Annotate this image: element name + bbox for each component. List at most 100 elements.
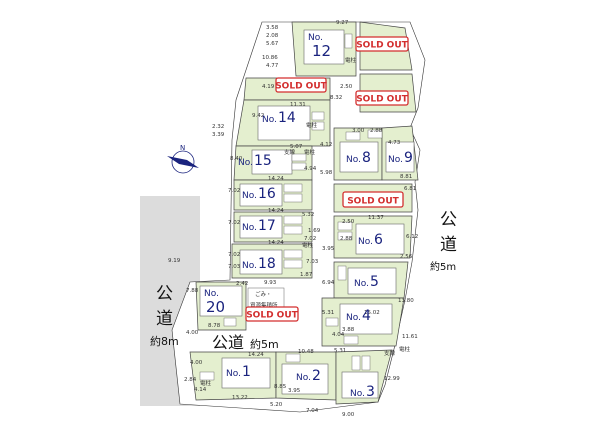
dimension-label: 10.86	[262, 55, 278, 61]
dimension-label: 6.12	[406, 234, 418, 240]
dimension-label: 4.14	[194, 387, 207, 393]
dimension-label: 4.73	[388, 140, 401, 146]
dimension-label: 3.00	[352, 128, 365, 134]
dimension-label: 8.85	[274, 384, 287, 390]
collection-label: 資源集積所	[250, 301, 278, 309]
dimension-label: 6.94	[322, 280, 335, 286]
lot-12-no: No.	[308, 33, 323, 43]
dimension-label: 8.81	[400, 174, 412, 180]
dimension-label: 1.69	[308, 228, 321, 234]
pole-label-1: 電柱	[306, 121, 318, 129]
sold-out-text: SOLD OUT	[356, 95, 408, 105]
south-road-width: 約5m	[250, 337, 279, 351]
dimension-label: 7.02	[304, 236, 316, 242]
dimension-label: 2.84	[184, 377, 197, 383]
dimension-label: 5.31	[322, 310, 334, 316]
east-road-char-2: 道	[440, 235, 457, 255]
lot-14-label: No.14	[262, 110, 296, 126]
sold-out-badge: SOLD OUT	[275, 77, 328, 93]
branch-label-2: 支線	[384, 349, 396, 357]
dimension-label: 6.81	[404, 186, 416, 192]
dimension-label: 4.94	[304, 166, 317, 172]
pole-label-4: 電柱	[302, 241, 314, 249]
pole-label-6: 電柱	[399, 345, 411, 353]
dimension-label: 7.02	[228, 252, 240, 258]
lot-2-label: No.2	[296, 368, 321, 384]
lot-16-label: No.16	[242, 186, 276, 202]
dimension-label: 2.32	[212, 124, 224, 130]
dimension-label: 2.50	[340, 84, 353, 90]
dimension-label: 11.31	[290, 102, 306, 108]
dimension-label: 3.39	[212, 132, 225, 138]
lot-5-label: No.5	[354, 274, 379, 290]
dimension-label: 5.07	[290, 144, 303, 150]
dimension-label: 2.88	[340, 236, 353, 242]
sold-out-text: SOLD OUT	[347, 197, 399, 207]
garbage-label: ごみ・	[255, 290, 272, 298]
west-road-width: 約8m	[150, 334, 179, 348]
lot-18-label: No.18	[242, 256, 276, 272]
dimension-label: 4.12	[320, 142, 332, 148]
lot-1-label: No.1	[226, 364, 251, 380]
dimension-label: 5.67	[266, 41, 279, 47]
dimension-label: 3.95	[288, 388, 301, 394]
dimension-label: 4.00	[186, 330, 199, 336]
dimension-label: 2.50	[342, 219, 355, 225]
dimension-label: 7.04	[306, 408, 319, 414]
dimension-label: 9.00	[342, 412, 355, 418]
dimension-label: 2.56	[400, 254, 413, 260]
lot-15-label: No.15	[238, 153, 272, 169]
sold-out-badge: SOLD OUT	[355, 36, 409, 52]
lot-4-label: No.4	[346, 308, 371, 324]
lot-6-label: No.6	[358, 232, 383, 248]
lot-3-label: No.3	[350, 384, 375, 400]
north-arrow-icon: N	[167, 144, 199, 174]
dimension-label: 1.87	[300, 272, 313, 278]
dimension-label: 11.37	[368, 215, 384, 221]
sold-out-badge: SOLD OUT	[355, 90, 409, 106]
dimension-label: 5.32	[302, 212, 314, 218]
svg-text:N: N	[180, 144, 185, 152]
dimension-label: 5.98	[320, 170, 333, 176]
lot-9-label: No.9	[388, 150, 413, 166]
dimension-label: 9.27	[336, 20, 349, 26]
dimension-label: 13.22	[232, 395, 248, 401]
dimension-label: 14.24	[268, 176, 284, 182]
sold-out-text: SOLD OUT	[246, 311, 298, 321]
dimension-label: 3.88	[342, 327, 355, 333]
east-road-char-1: 公	[440, 210, 457, 230]
dimension-label: 2.88	[370, 128, 383, 134]
dimension-label: 7.03	[306, 259, 319, 265]
dimension-label: 5.31	[334, 348, 346, 354]
west-road-char-2: 道	[156, 309, 173, 329]
branch-label-1: 支線	[284, 148, 296, 156]
dimension-label: 4.19	[262, 84, 275, 90]
south-road-name: 公道	[212, 333, 244, 352]
dimension-label: 9.93	[264, 280, 277, 286]
dimension-label: 15.02	[364, 310, 380, 316]
west-road-char-1: 公	[156, 284, 173, 304]
dimension-label: 8.78	[208, 323, 221, 329]
dimension-label: 4.04	[332, 332, 345, 338]
dimension-label: 14.24	[268, 208, 284, 214]
lot-8-label: No.8	[346, 150, 371, 166]
dimension-label: 14.24	[268, 240, 284, 246]
sold-out-badge: SOLD OUT	[245, 306, 299, 322]
lot-12-number: 12	[312, 42, 331, 60]
dimension-label: 7.02	[228, 188, 240, 194]
lot-20-number: 20	[206, 298, 225, 316]
dimension-label: 12.99	[384, 376, 400, 382]
dimension-label: 8.40	[230, 156, 243, 162]
lot-17-label: No.17	[242, 218, 276, 234]
dimension-label: 4.77	[266, 63, 279, 69]
east-road-width: 約5m	[430, 260, 456, 273]
dimension-label: 11.61	[402, 334, 418, 340]
dimension-label: 8.32	[330, 95, 342, 101]
dimension-label: 3.58	[266, 25, 279, 31]
pole-label-2: 電柱	[304, 148, 316, 156]
dimension-label: 2.08	[266, 33, 279, 39]
dimension-label: 7.03	[228, 264, 241, 270]
dimension-label: 7.88	[186, 288, 199, 294]
sold-out-text: SOLD OUT	[275, 82, 327, 92]
